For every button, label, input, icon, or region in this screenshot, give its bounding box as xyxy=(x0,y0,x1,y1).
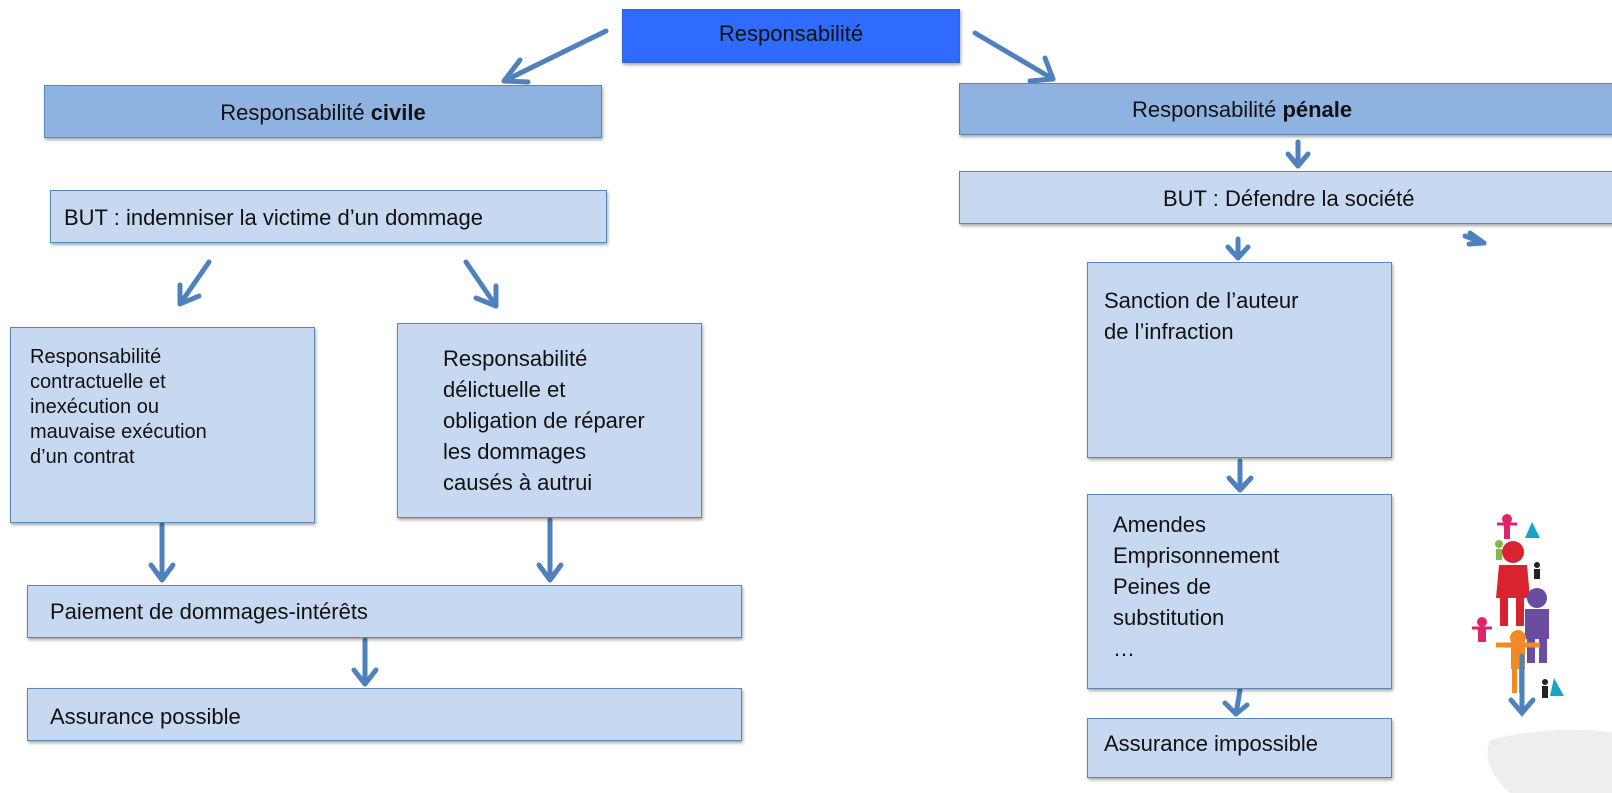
penalties-line: substitution xyxy=(1113,605,1225,630)
payment-label: Paiement de dommages-intérêts xyxy=(50,599,368,624)
contractual-box: Responsabilité contractuelle et inexécut… xyxy=(10,327,315,523)
civil-insurance-label: Assurance possible xyxy=(50,704,241,729)
penalties-line: Emprisonnement xyxy=(1113,543,1280,568)
arrow-penalties-to-insurance xyxy=(1222,687,1250,717)
arrow-root-to-civil xyxy=(501,28,609,85)
people-group-icon xyxy=(1472,514,1612,793)
civil-goal-box: BUT : indemniser la victime d’un dommage xyxy=(50,190,607,243)
delictual-text: Responsabilité délictuelle et obligation… xyxy=(443,343,703,498)
sanction-text: Sanction de l’auteur de l’infraction xyxy=(1104,285,1384,347)
root-box: Responsabilité xyxy=(622,9,960,63)
penalties-line: Peines de xyxy=(1113,574,1211,599)
sanction-line: Sanction de l’auteur xyxy=(1104,288,1299,313)
civil-insurance-box: Assurance possible xyxy=(27,688,742,741)
civil-title-prefix: Responsabilité xyxy=(220,100,365,125)
civil-title-box: Responsabilité civile xyxy=(44,85,602,138)
penal-title-bold: pénale xyxy=(1282,97,1353,122)
arrow-sanction-to-penalties xyxy=(1226,458,1254,493)
arrow-root-to-penal xyxy=(972,30,1056,84)
penalties-text: Amendes Emprisonnement Peines de substit… xyxy=(1113,509,1383,664)
arrow-payment-to-insurance xyxy=(351,637,379,687)
arrow-goal-to-right xyxy=(1462,230,1487,247)
arrow-goal-to-sanction xyxy=(1225,236,1251,261)
penal-insurance-box: Assurance impossible xyxy=(1087,718,1392,778)
payment-box: Paiement de dommages-intérêts xyxy=(27,585,742,638)
delictual-box: Responsabilité délictuelle et obligation… xyxy=(397,323,702,518)
contractual-text: Responsabilité contractuelle et inexécut… xyxy=(30,345,310,470)
contractual-line: Responsabilité xyxy=(30,346,162,368)
penalties-line: Amendes xyxy=(1113,512,1206,537)
delictual-line: obligation de réparer xyxy=(443,408,645,433)
arrow-contractual-to-payment xyxy=(148,522,176,583)
penalties-line: … xyxy=(1113,636,1135,661)
delictual-line: Responsabilité xyxy=(443,346,588,371)
penal-title: Responsabilité pénale xyxy=(1132,95,1352,125)
civil-goal: BUT : indemniser la victime d’un dommage xyxy=(64,205,483,230)
arrow-penal-title-to-goal xyxy=(1285,139,1311,169)
penal-goal: BUT : Défendre la société xyxy=(1163,186,1415,211)
penalties-box: Amendes Emprisonnement Peines de substit… xyxy=(1087,494,1392,689)
civil-title-bold: civile xyxy=(370,100,426,125)
penal-goal-box: BUT : Défendre la société xyxy=(959,171,1612,224)
contractual-line: inexécution ou xyxy=(30,396,159,418)
contractual-line: mauvaise exécution xyxy=(30,421,207,443)
civil-title: Responsabilité civile xyxy=(45,98,601,128)
penal-title-prefix: Responsabilité xyxy=(1132,97,1277,122)
arrow-delictual-to-payment xyxy=(536,517,564,583)
delictual-line: causés à autrui xyxy=(443,470,593,495)
contractual-line: contractuelle et xyxy=(30,371,166,393)
sanction-line: de l’infraction xyxy=(1104,319,1234,344)
arrow-goal-to-contractual xyxy=(177,259,212,307)
penal-title-box: Responsabilité pénale xyxy=(959,83,1612,135)
arrow-goal-to-delictual xyxy=(463,259,499,309)
sanction-box: Sanction de l’auteur de l’infraction xyxy=(1087,262,1392,458)
delictual-line: délictuelle et xyxy=(443,377,566,402)
penal-insurance-label: Assurance impossible xyxy=(1104,731,1318,756)
contractual-line: d’un contrat xyxy=(30,446,135,468)
root-label: Responsabilité xyxy=(718,21,864,46)
delictual-line: les dommages xyxy=(443,439,587,464)
